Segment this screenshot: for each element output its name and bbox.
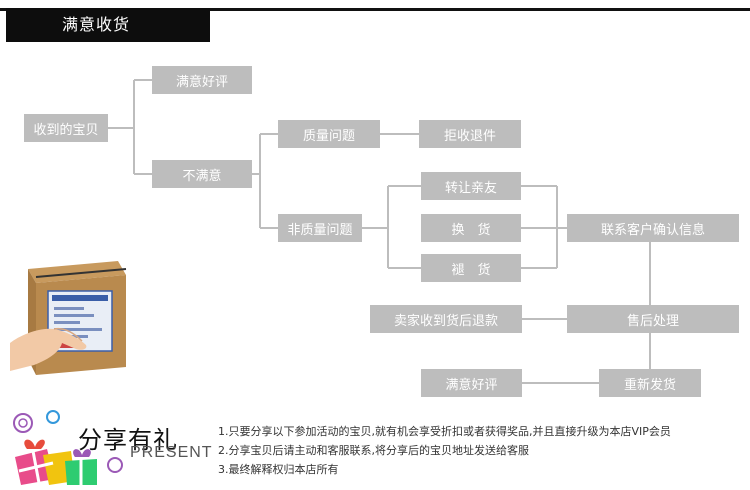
node-after-sale: 售后处理 — [567, 305, 739, 333]
node-reship: 重新发货 — [599, 369, 701, 397]
node-return: 褪 货 — [421, 254, 521, 282]
node-gift: 转让亲友 — [421, 172, 521, 200]
note-item: 1.只要分享以下参加活动的宝贝,就有机会享受折扣或者获得奖品,并且直接升级为本店… — [218, 425, 671, 438]
page-title: 满意收货 — [6, 8, 210, 42]
node-contact: 联系客户确认信息 — [567, 214, 739, 242]
gift-decoration — [13, 410, 123, 485]
note-item: 3.最终解释权归本店所有 — [218, 463, 339, 476]
share-title: 分享有礼 — [78, 426, 178, 454]
node-exchange: 换 货 — [421, 214, 521, 242]
package-hand-image — [10, 261, 127, 375]
note-item: 2.分享宝贝后请主动和客服联系,将分享后的宝贝地址发送给客服 — [218, 444, 529, 457]
share-notes: 1.只要分享以下参加活动的宝贝,就有机会享受折扣或者获得奖品,并且直接升级为本店… — [218, 422, 671, 479]
node-unsatisfied: 不满意 — [152, 160, 252, 188]
node-quality: 质量问题 — [278, 120, 380, 148]
node-good-review: 满意好评 — [421, 369, 522, 397]
node-non-quality: 非质量问题 — [278, 214, 362, 242]
header-rule — [0, 8, 750, 11]
share-subtitle: PRESENT — [130, 444, 213, 461]
node-satisfied: 满意好评 — [152, 66, 252, 94]
node-refund: 卖家收到货后退款 — [370, 305, 522, 333]
node-reject: 拒收退件 — [419, 120, 521, 148]
node-received: 收到的宝贝 — [24, 114, 108, 142]
